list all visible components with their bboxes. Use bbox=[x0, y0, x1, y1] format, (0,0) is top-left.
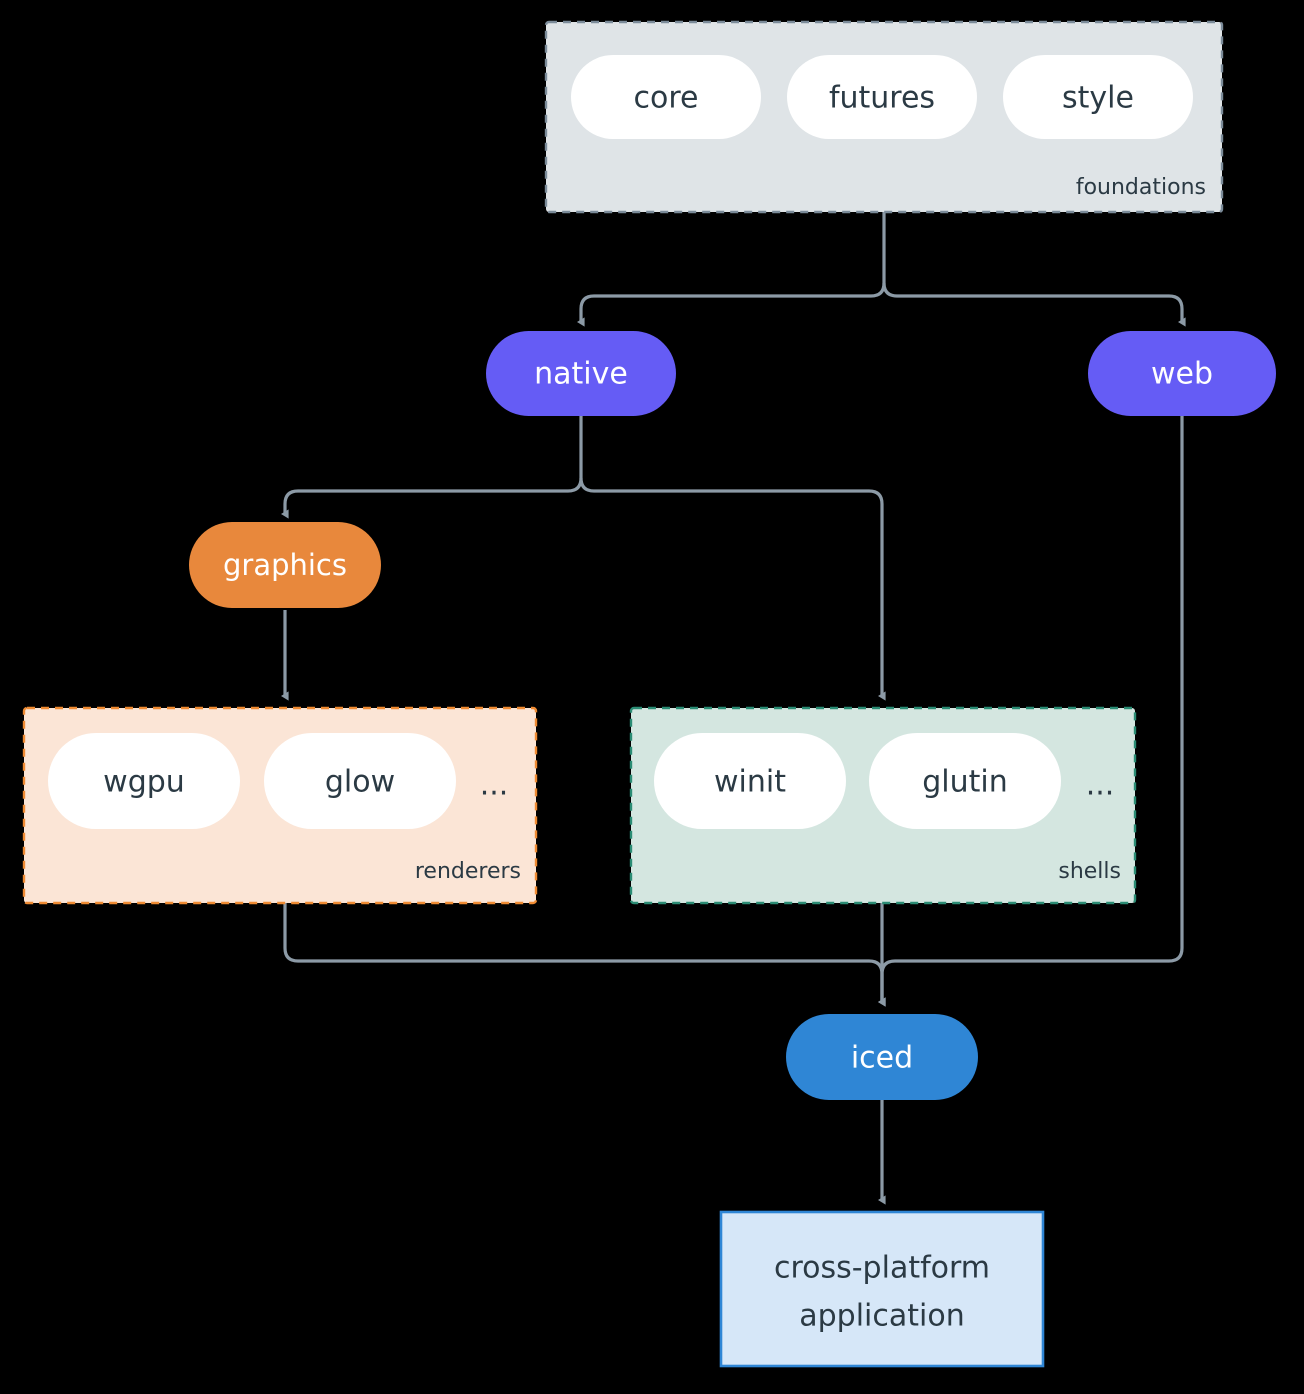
node-wgpu-label: wgpu bbox=[103, 765, 185, 800]
node-core-shape bbox=[571, 55, 761, 139]
node-wgpu-shape bbox=[48, 733, 240, 829]
node-web-label: web bbox=[1151, 357, 1213, 392]
cluster-shells-label: shells bbox=[1058, 859, 1121, 884]
node-futures-shape bbox=[787, 55, 977, 139]
node-cross-platform-application-shape bbox=[719, 1210, 1045, 1368]
node-style[interactable]: style bbox=[1003, 55, 1193, 139]
cluster-renderers-label: renderers bbox=[415, 859, 521, 884]
node-winit-label: winit bbox=[714, 765, 786, 800]
node-wgpu[interactable]: wgpu bbox=[48, 733, 240, 829]
node-iced[interactable]: iced bbox=[786, 1014, 978, 1100]
node-native-label: native bbox=[534, 357, 628, 392]
node-core[interactable]: core bbox=[571, 55, 761, 139]
node-winit[interactable]: winit bbox=[654, 733, 846, 829]
cluster-foundations: core futures style foundations bbox=[544, 20, 1224, 214]
edge-native-to-shells bbox=[579, 477, 886, 701]
node-cross-platform-application[interactable]: cross-platform application bbox=[719, 1210, 1045, 1368]
node-futures-label: futures bbox=[829, 81, 935, 116]
node-web-shape bbox=[1088, 331, 1276, 416]
node-glow-shape bbox=[264, 733, 456, 829]
cluster-foundations-label: foundations bbox=[1076, 175, 1206, 200]
node-native[interactable]: native bbox=[486, 331, 676, 416]
node-iced-shape bbox=[786, 1014, 978, 1100]
node-futures[interactable]: futures bbox=[787, 55, 977, 139]
node-cross-platform-application-line2: application bbox=[799, 1299, 964, 1334]
renderers-ellipsis: ... bbox=[480, 768, 509, 803]
edge-native-to-graphics bbox=[281, 477, 583, 519]
edge-web-to-iced bbox=[878, 416, 1184, 1007]
cluster-renderers: wgpu glow ... renderers bbox=[22, 706, 538, 905]
node-winit-shape bbox=[654, 733, 846, 829]
node-glutin[interactable]: glutin bbox=[869, 733, 1061, 829]
shells-ellipsis: ... bbox=[1086, 768, 1115, 803]
node-style-shape bbox=[1003, 55, 1193, 139]
cluster-shells: winit glutin ... shells bbox=[629, 706, 1137, 905]
edge-foundations-to-native bbox=[577, 282, 886, 327]
edge-renderers-to-iced bbox=[283, 903, 886, 1007]
edge-foundations-to-web bbox=[882, 282, 1186, 327]
node-graphics[interactable]: graphics bbox=[189, 522, 381, 608]
node-glutin-shape bbox=[869, 733, 1061, 829]
node-style-label: style bbox=[1062, 81, 1134, 116]
node-native-shape bbox=[486, 331, 676, 416]
node-graphics-label: graphics bbox=[223, 548, 347, 582]
node-glow-label: glow bbox=[325, 765, 395, 800]
node-glutin-label: glutin bbox=[922, 765, 1008, 800]
node-glow[interactable]: glow bbox=[264, 733, 456, 829]
node-iced-label: iced bbox=[851, 1041, 913, 1076]
node-web[interactable]: web bbox=[1088, 331, 1276, 416]
node-graphics-shape bbox=[189, 522, 381, 608]
node-core-label: core bbox=[634, 81, 699, 116]
edge-layer bbox=[281, 212, 1186, 1205]
node-cross-platform-application-line1: cross-platform bbox=[774, 1251, 990, 1286]
